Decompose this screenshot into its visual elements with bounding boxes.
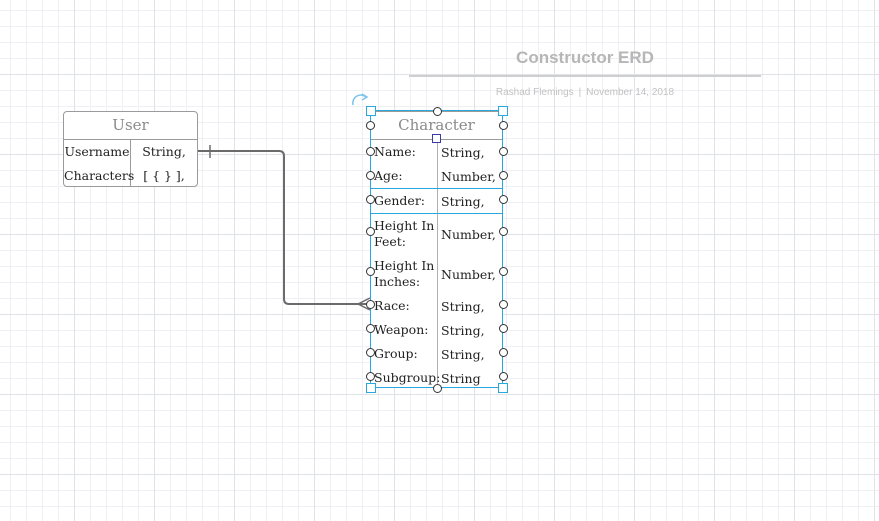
field-type: String, [142, 144, 186, 159]
character-field-row: Group: String, [371, 342, 502, 366]
field-type: String, [441, 298, 485, 314]
resize-handle-bottom-right[interactable] [498, 383, 508, 393]
field-name: Race: [371, 294, 438, 318]
character-field-row: Age: Number, [371, 164, 502, 188]
connection-point[interactable] [366, 171, 375, 180]
character-entity[interactable]: Character Name: String, Age: Number, Gen… [370, 111, 503, 390]
connection-point[interactable] [499, 147, 508, 156]
rotate-handle-icon [352, 94, 367, 106]
user-field-row: Username String, [64, 140, 197, 164]
author-text: Rashad Flemings [495, 87, 574, 98]
field-type: String, [441, 144, 485, 160]
user-entity[interactable]: User Username String, Characters [ { } ]… [63, 111, 198, 187]
connection-point[interactable] [499, 171, 508, 180]
field-type: String, [441, 346, 485, 362]
character-field-row: Height In Feet: Number, [371, 213, 502, 254]
field-type: Number, [441, 226, 496, 242]
character-field-row-selected: Gender: String, [371, 188, 502, 213]
document-title: Constructor ERD [516, 48, 654, 67]
field-name: Gender: [371, 189, 438, 213]
connection-point[interactable] [366, 348, 375, 357]
connector-line [197, 150, 370, 305]
character-field-row: Weapon: String, [371, 318, 502, 342]
field-name: Age: [371, 164, 438, 188]
field-type: Number, [441, 168, 496, 184]
document-meta: Rashad Flemings | November 14, 2018 [409, 87, 761, 98]
field-name: Subgroup: [371, 366, 440, 390]
column-divider-handle[interactable] [432, 134, 441, 143]
field-name: Username [64, 140, 131, 164]
date-text: November 14, 2018 [586, 87, 675, 98]
meta-separator: | [578, 87, 582, 98]
field-name: Height In Feet: [371, 214, 438, 254]
connection-point[interactable] [366, 121, 375, 130]
field-name: Name: [371, 140, 438, 164]
field-name: Weapon: [371, 318, 438, 342]
resize-handle-top-right[interactable] [498, 106, 508, 116]
character-field-row: Height In Inches: Number, [371, 254, 502, 294]
connection-point[interactable] [366, 195, 375, 204]
connection-point[interactable] [499, 227, 508, 236]
field-name: Height In Inches: [371, 254, 438, 294]
connection-point[interactable] [366, 372, 375, 381]
field-type: String, [441, 322, 485, 338]
connection-point[interactable] [499, 348, 508, 357]
field-type: String [441, 370, 481, 386]
field-type: Number, [441, 266, 496, 282]
connection-point[interactable] [433, 384, 442, 393]
field-type: [ { } ], [143, 168, 185, 183]
connection-point[interactable] [499, 372, 508, 381]
connection-point[interactable] [366, 324, 375, 333]
connection-point[interactable] [499, 267, 508, 276]
connection-point[interactable] [366, 147, 375, 156]
character-field-row: Race: String, [371, 294, 502, 318]
character-field-row: Subgroup: String [371, 366, 502, 390]
user-field-row: Characters [ { } ], [64, 164, 197, 186]
connection-point[interactable] [499, 300, 508, 309]
connection-point[interactable] [366, 300, 375, 309]
connection-point[interactable] [499, 121, 508, 130]
title-divider [409, 75, 761, 77]
connection-point[interactable] [499, 324, 508, 333]
resize-handle-top-left[interactable] [366, 106, 376, 116]
user-entity-title: User [64, 112, 197, 140]
field-type: String, [441, 193, 485, 209]
connection-point[interactable] [366, 227, 375, 236]
field-name: Group: [371, 342, 438, 366]
character-field-row: Name: String, [371, 140, 502, 164]
field-name: Characters [64, 164, 134, 186]
connection-point[interactable] [433, 107, 442, 116]
resize-handle-bottom-left[interactable] [366, 383, 376, 393]
connection-point[interactable] [366, 267, 375, 276]
connection-point[interactable] [499, 195, 508, 204]
